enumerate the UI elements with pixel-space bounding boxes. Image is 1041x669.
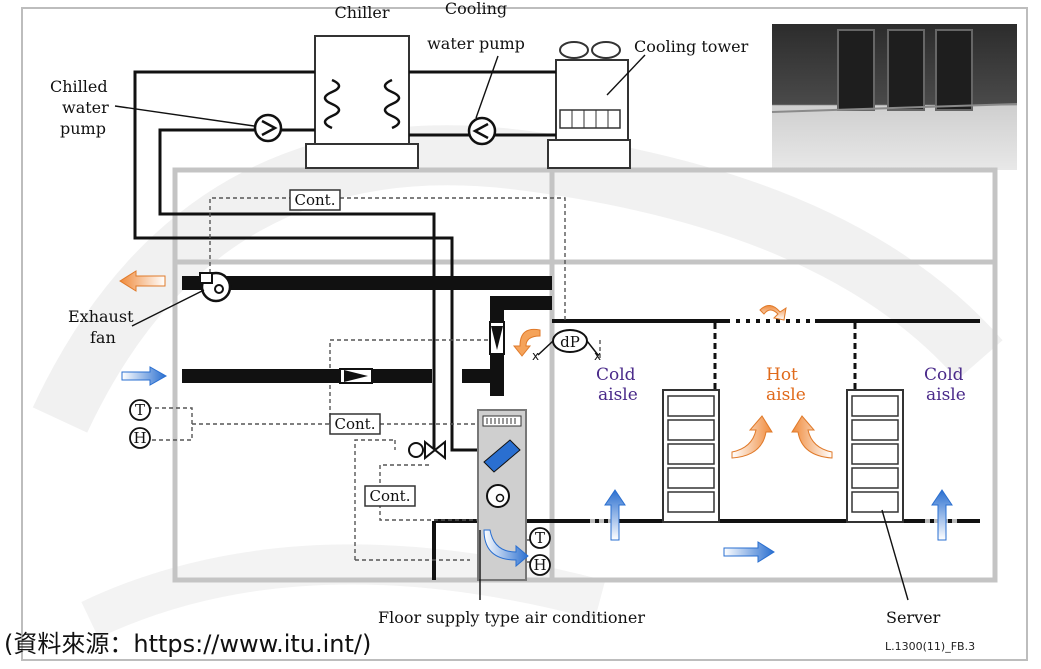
svg-text:H: H: [533, 556, 546, 574]
chilled-water-pump-label-3: pump: [60, 119, 106, 138]
cooling-water-pump-symbol: [469, 118, 495, 144]
dp-label: dP: [560, 333, 580, 351]
figure-code: L.1300(11)_FB.3: [885, 640, 975, 653]
cold-aisle-left-label-2: aisle: [598, 385, 638, 405]
hot-air-arrow-right: [792, 416, 832, 458]
chiller: [306, 36, 418, 168]
controller-lower: Cont.: [365, 486, 415, 506]
hot-air-arrow-left: [732, 416, 772, 458]
hot-aisle-label-2: aisle: [766, 385, 806, 405]
svg-text:Cont.: Cont.: [295, 191, 336, 209]
svg-text:T: T: [135, 401, 145, 419]
cold-aisle-left-label-1: Cold: [596, 365, 636, 385]
server-label: Server: [886, 608, 941, 627]
svg-text:Cont.: Cont.: [370, 487, 411, 505]
exhaust-fan: [200, 273, 230, 301]
floor-supply-ac-label: Floor supply type air conditioner: [378, 608, 645, 627]
cooling-tower-label: Cooling tower: [634, 37, 749, 56]
temperature-sensor-left: T: [130, 400, 150, 420]
cooling-water-pump-label-1: Cooling: [445, 0, 507, 18]
server-rack-left: [663, 390, 719, 522]
exhaust-fan-label-1: Exhaust: [68, 307, 134, 326]
chiller-label: Chiller: [334, 3, 389, 22]
chilled-water-pump-symbol: [255, 115, 281, 141]
cold-air-up-arrow-left: [605, 490, 625, 540]
chilled-water-pump-label-2: water: [62, 98, 109, 117]
server-rack-right: [847, 390, 903, 522]
svg-text:x: x: [532, 349, 539, 363]
underfloor-air-arrow: [724, 542, 774, 562]
chilled-water-pump-label-1: Chilled: [50, 77, 108, 96]
exhaust-fan-label-2: fan: [90, 328, 116, 347]
outdoor-air-arrow: [122, 367, 166, 385]
cold-air-up-arrow-right: [932, 490, 952, 540]
server-room-photo: [772, 24, 1017, 170]
control-valve: [409, 442, 445, 458]
cooling-water-pump-label-2: water pump: [427, 34, 525, 53]
humidity-sensor-left: H: [130, 428, 150, 448]
humidity-sensor-unit: H: [530, 555, 550, 575]
source-caption: (資料來源：https://www.itu.int/): [4, 630, 371, 658]
svg-text:T: T: [535, 529, 545, 547]
cooling-tower: [548, 42, 630, 168]
hot-aisle-label-1: Hot: [766, 365, 798, 385]
svg-text:x: x: [594, 349, 601, 363]
damper-symbol: [340, 369, 372, 383]
air-conditioner-unit: [478, 410, 528, 580]
dp-sensor: dP x x: [532, 330, 601, 363]
controller-middle: Cont.: [330, 414, 380, 434]
cold-aisle-right-label-2: aisle: [926, 385, 966, 405]
temperature-sensor-unit: T: [530, 528, 550, 548]
damper-vertical: [490, 322, 504, 354]
hot-air-ceiling-arrow: [760, 305, 786, 320]
cold-aisle-right-label-1: Cold: [924, 365, 964, 385]
svg-text:H: H: [133, 429, 146, 447]
svg-text:Cont.: Cont.: [335, 415, 376, 433]
controller-top: Cont.: [290, 190, 340, 210]
